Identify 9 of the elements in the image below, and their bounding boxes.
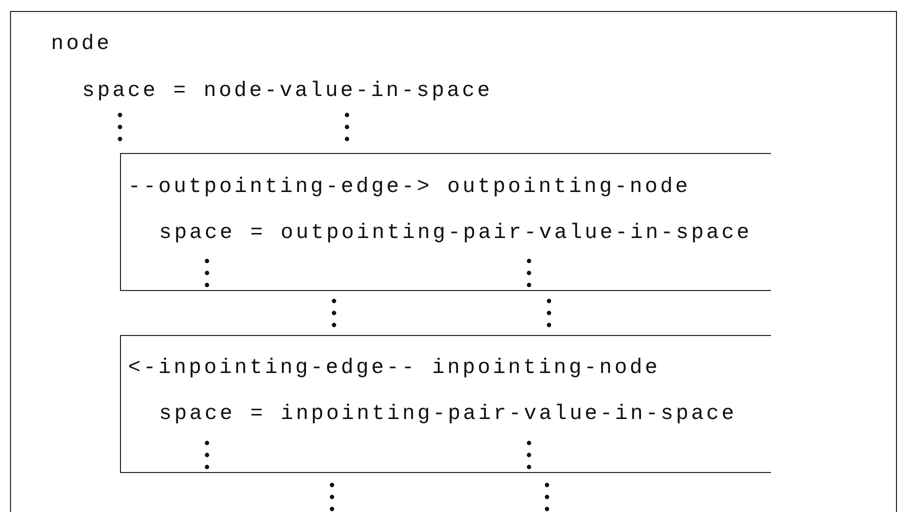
space-assignment-text: space = inpointing-pair-value-in-space bbox=[159, 402, 737, 428]
space-assignment-text: space = outpointing-pair-value-in-space bbox=[159, 221, 752, 247]
record-heading: node bbox=[51, 32, 112, 58]
space-assignment-text: space = node-value-in-space bbox=[82, 79, 492, 105]
record-heading: <-inpointing-edge-- inpointing-node bbox=[128, 356, 660, 382]
nested-record-frame bbox=[120, 335, 771, 473]
outer-record-frame bbox=[10, 11, 897, 512]
record-heading: --outpointing-edge-> outpointing-node bbox=[128, 175, 690, 201]
nested-record-frame bbox=[120, 153, 771, 291]
